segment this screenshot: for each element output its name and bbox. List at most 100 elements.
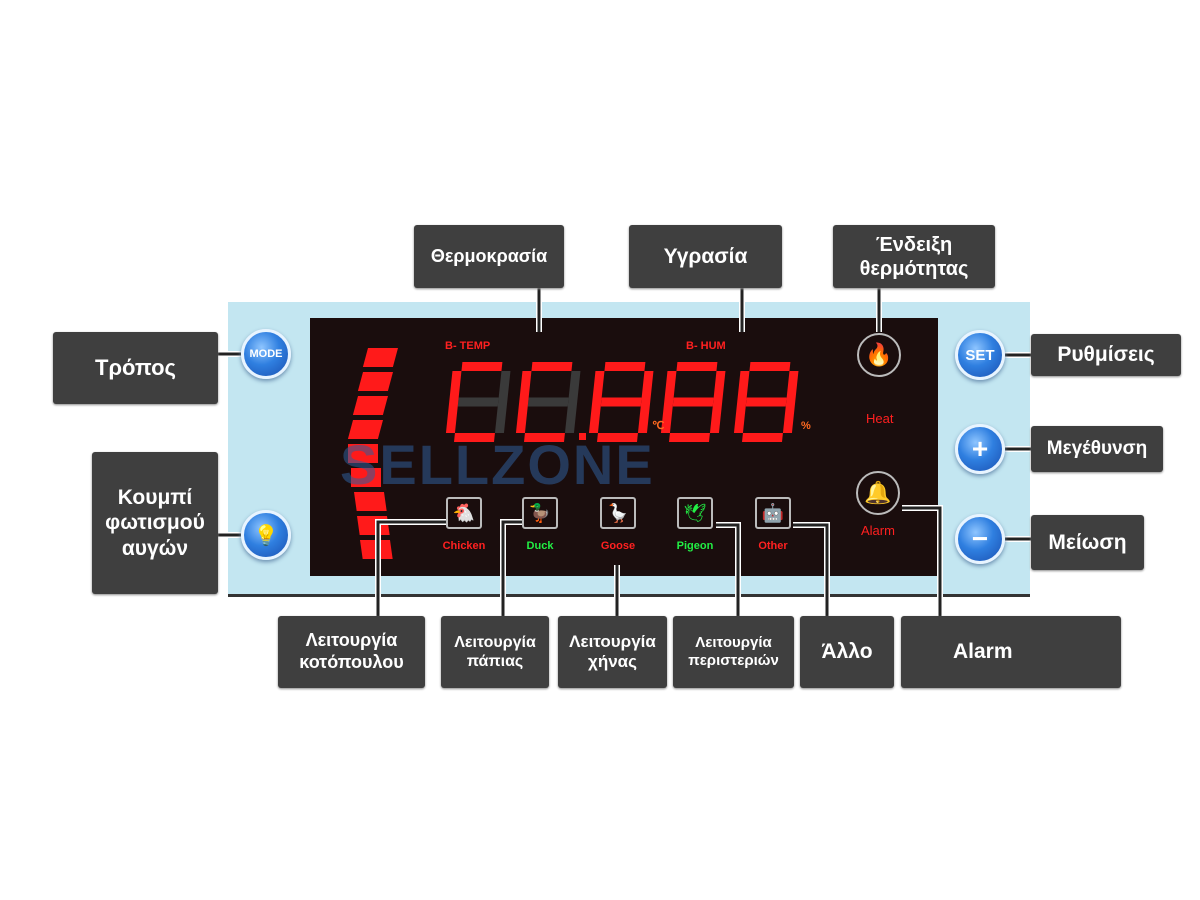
digit-segment <box>600 397 642 407</box>
minus-button[interactable]: − <box>955 514 1005 564</box>
connector-line <box>716 523 740 616</box>
digit-segment <box>713 371 726 402</box>
animal-label: Goose <box>600 540 636 552</box>
digit-segment <box>515 402 529 433</box>
callout-line: χήνας <box>588 652 637 671</box>
level-bar-segment <box>348 444 378 463</box>
digit-segment <box>588 402 602 433</box>
watermark: SELLZONE <box>340 436 655 494</box>
callout-line: θερμότητας <box>859 257 969 280</box>
percent-unit: % <box>801 420 811 432</box>
connector-line-outline <box>375 519 446 616</box>
b-temp-label: B- TEMP <box>445 340 491 352</box>
decimal-point <box>579 433 586 440</box>
connector-line-outline <box>902 505 943 616</box>
digit-segment <box>494 402 508 433</box>
digit-segment <box>564 402 578 433</box>
callout-line: Ένδειξη <box>875 233 953 256</box>
connector-line <box>501 520 522 616</box>
animal-label: Chicken <box>442 540 486 552</box>
chicken-icon: 🐔 <box>446 497 482 529</box>
digit-segment <box>669 433 710 442</box>
animal-label: Pigeon <box>676 540 714 552</box>
digit-segment <box>457 397 499 407</box>
callout-line: Κουμπί <box>117 486 193 510</box>
digit-segment <box>786 371 799 402</box>
plus-button[interactable]: + <box>955 424 1005 474</box>
watermark-text: SELLZONE <box>340 433 655 496</box>
callout-line: Λειτουργία <box>305 630 398 651</box>
humidity-callout: Υγρασία <box>629 225 782 288</box>
digit-segment <box>461 362 503 371</box>
lcd-display <box>310 318 938 576</box>
digit-segment <box>531 362 573 371</box>
digit-segment <box>568 371 581 402</box>
callout-line: Λειτουργία <box>695 634 772 651</box>
level-bar-segment <box>352 396 388 415</box>
level-bar-segment <box>353 492 387 511</box>
increase-callout: Μεγέθυνση <box>1031 426 1163 472</box>
mode-callout: Τρόπος <box>53 332 218 404</box>
duck-icon: 🦆 <box>522 497 558 529</box>
pigeon-icon: 🕊 <box>677 497 713 529</box>
mode-button[interactable]: MODE <box>241 329 291 379</box>
alarm-bell-icon: 🔔 <box>856 471 900 515</box>
connector-line-outline <box>716 522 741 616</box>
digit-segment <box>524 433 565 442</box>
set-button[interactable]: SET <box>955 330 1005 380</box>
digit-segment <box>742 433 783 442</box>
alarm-callout: Alarm <box>901 616 1121 688</box>
callout-line: κοτόπουλου <box>299 652 404 672</box>
callout-line: περιστεριών <box>688 652 779 669</box>
lightbulb-icon: 💡 <box>253 524 279 547</box>
connector-line-outline <box>500 519 522 616</box>
digit-segment <box>597 433 638 442</box>
digit-segment <box>737 371 750 402</box>
decrease-callout: Μείωση <box>1031 515 1144 570</box>
digit-segment <box>498 371 511 402</box>
heat-icon: 🔥 <box>857 333 901 377</box>
digit-segment <box>592 371 605 402</box>
digit-segment <box>454 433 495 442</box>
celsius-unit: ℃ <box>652 420 665 432</box>
digit-segment <box>749 362 791 371</box>
egg-light-button[interactable]: 💡 <box>241 510 291 560</box>
digit-segment <box>733 402 747 433</box>
connector-line <box>793 523 829 616</box>
digit-segment <box>445 402 459 433</box>
digit-segment <box>672 397 714 407</box>
temperature-callout: Θερμοκρασία <box>414 225 564 288</box>
alarm-indicator-label: Alarm <box>861 523 895 538</box>
digit-segment <box>641 371 654 402</box>
digit-segment <box>604 362 646 371</box>
digit-segment <box>709 402 723 433</box>
level-bar-segment <box>357 372 393 391</box>
android-icon: 🤖 <box>755 497 791 529</box>
digit-segment <box>519 371 532 402</box>
animal-label: Duck <box>526 540 554 552</box>
callout-line: φωτισμού <box>105 511 205 535</box>
digit-segment <box>449 371 462 402</box>
digit-segment <box>676 362 718 371</box>
level-bar-segment <box>357 516 390 535</box>
level-bar-segment <box>362 348 398 367</box>
level-bar-segment <box>351 468 381 487</box>
digit-segment <box>527 397 569 407</box>
digit-segment <box>745 397 787 407</box>
heat-label: Heat <box>866 411 894 426</box>
other-callout: Άλλο <box>800 616 894 688</box>
settings-callout: Ρυθμίσεις <box>1031 334 1181 376</box>
animal-label: Other <box>758 540 788 552</box>
level-bar-segment <box>347 420 383 439</box>
digit-segment <box>664 371 677 402</box>
connector-line-outline <box>793 522 830 616</box>
b-hum-label: B- HUM <box>686 340 726 352</box>
digit-segment <box>637 402 651 433</box>
callout-line: Λειτουργία <box>454 633 536 651</box>
